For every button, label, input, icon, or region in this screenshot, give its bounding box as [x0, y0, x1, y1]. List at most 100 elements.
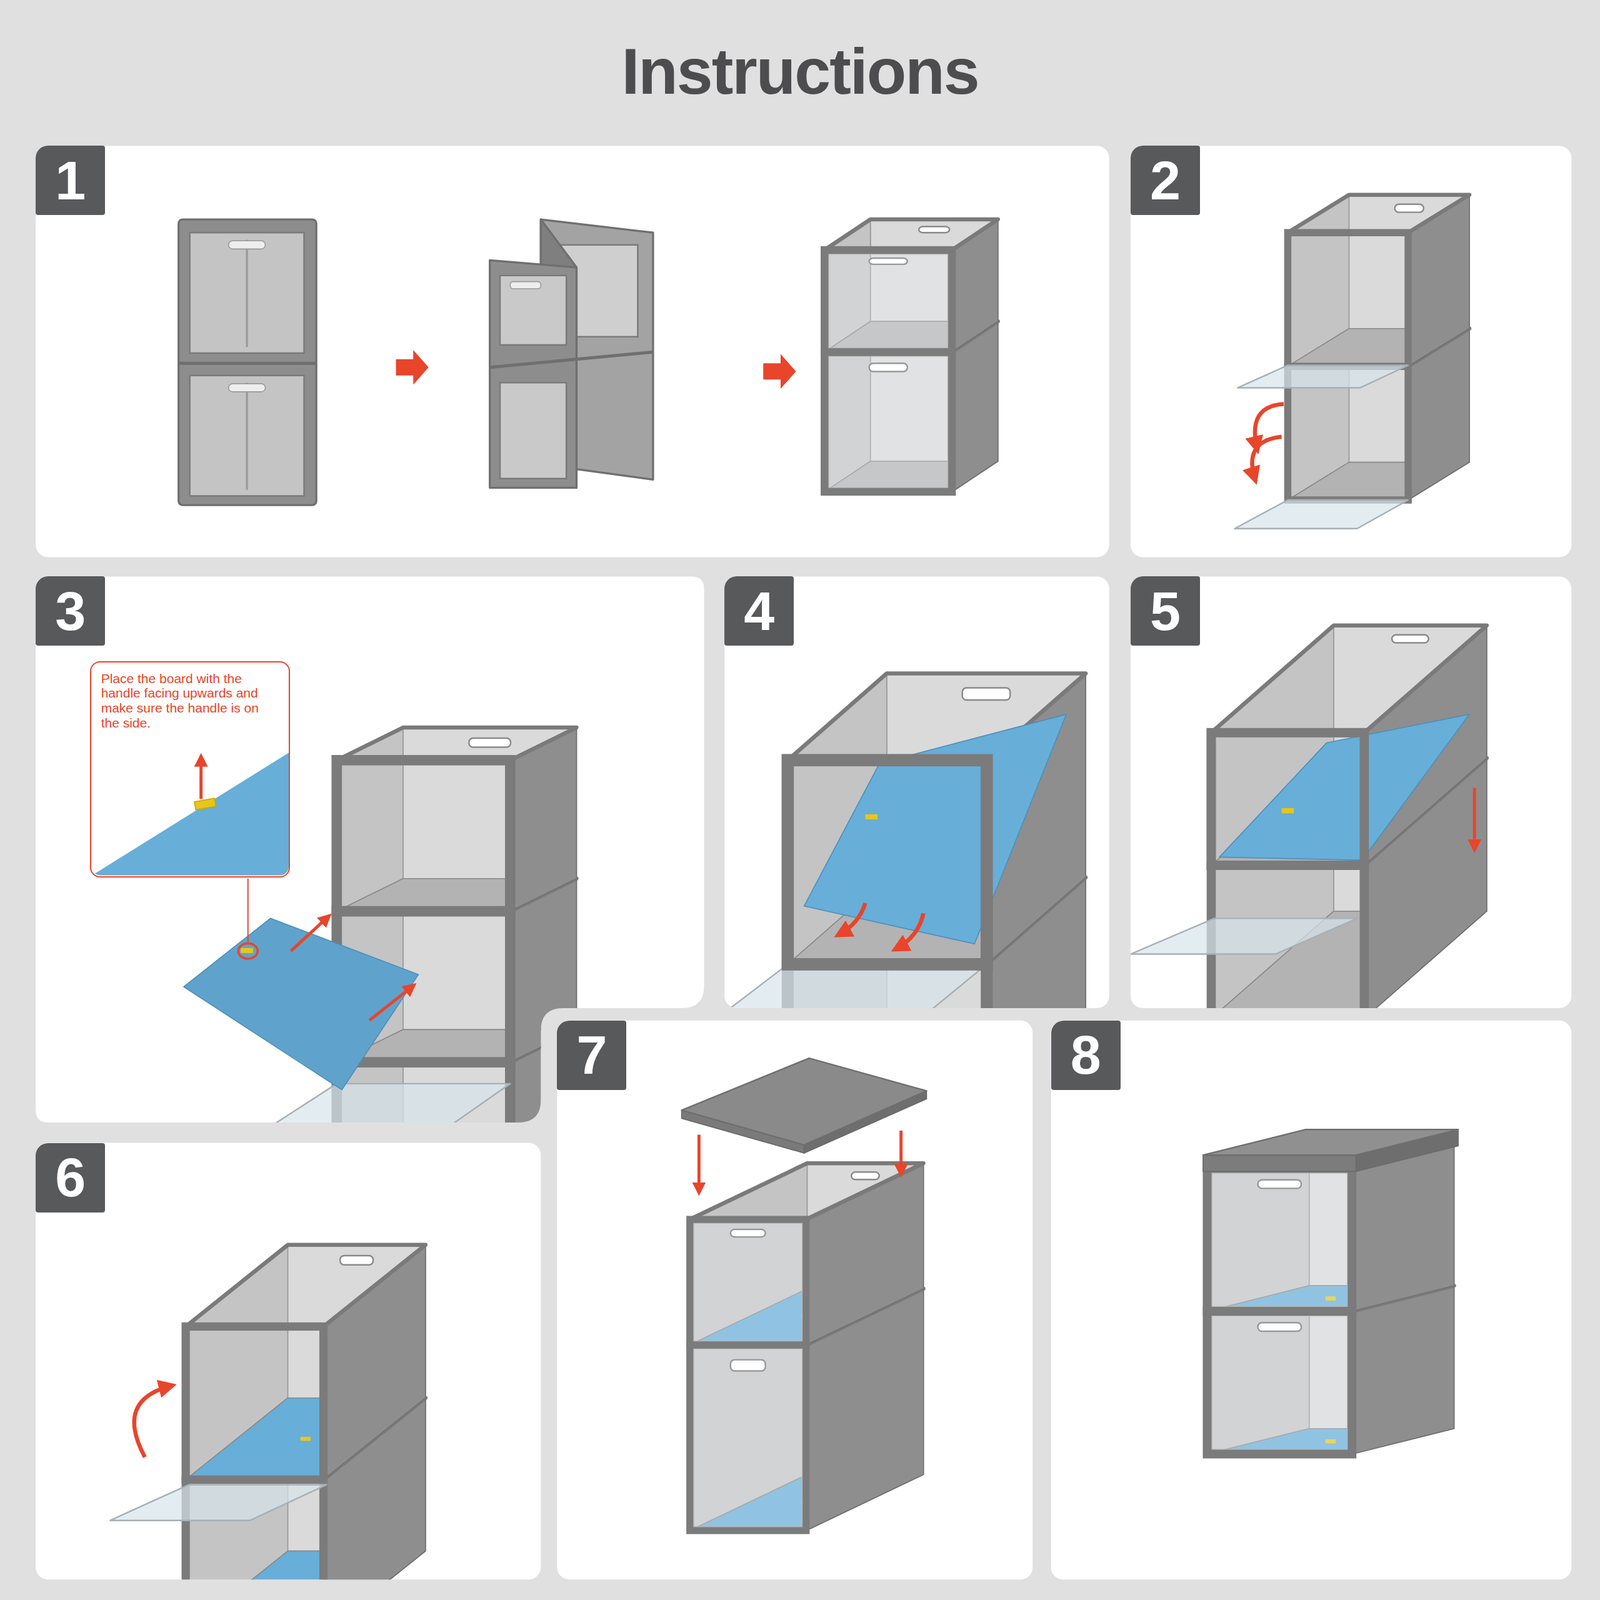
leader-circle	[238, 943, 257, 959]
curved-arrow	[134, 1385, 172, 1457]
front-frame	[824, 250, 952, 352]
red-arrow	[697, 1135, 701, 1192]
window	[500, 382, 567, 479]
door-handle	[730, 1360, 766, 1372]
step-number-badge: 2	[1130, 145, 1200, 215]
step-panel	[1130, 145, 1572, 557]
board-sheet	[91, 751, 289, 876]
curved-arrow	[1255, 404, 1284, 450]
board-handle	[240, 948, 254, 954]
step-number: 3	[55, 583, 86, 639]
side-panel	[951, 219, 998, 352]
floor	[336, 1180, 577, 1214]
handle-slot	[340, 1255, 374, 1265]
door-handle	[1258, 1322, 1302, 1332]
front-frame	[787, 760, 987, 965]
top-rim	[185, 1245, 426, 1327]
clear-door	[693, 1348, 803, 1527]
step-panel	[1051, 1020, 1572, 1580]
step-number: 5	[1150, 583, 1181, 639]
fold-line	[245, 240, 248, 347]
clear-door	[724, 964, 987, 1009]
handle-slot	[1395, 204, 1424, 213]
step-number: 1	[55, 153, 86, 209]
clear-door	[1211, 1172, 1348, 1307]
step-number: 6	[55, 1150, 86, 1205]
red-arrow	[1473, 787, 1477, 849]
step-illustration	[1235, 195, 1470, 529]
window	[500, 275, 567, 345]
board-handle	[300, 1436, 311, 1442]
step-number-badge: 3	[35, 576, 105, 646]
red-arrow	[369, 985, 414, 1021]
board-handle	[1281, 808, 1295, 814]
lid	[681, 1058, 927, 1145]
clear-door	[1130, 918, 1357, 954]
lid	[1203, 1129, 1459, 1155]
clear-door	[1235, 500, 1409, 529]
front-frame	[1206, 1311, 1352, 1455]
board-handle	[865, 814, 878, 820]
curved-arrow	[1251, 436, 1282, 480]
clear-door	[828, 355, 949, 488]
step-number-badge: 1	[35, 145, 105, 215]
step-number-badge: 7	[556, 1020, 627, 1090]
curved-arrow	[895, 913, 924, 949]
step-illustration	[110, 1245, 425, 1580]
clear-door	[1237, 365, 1409, 388]
handle-slot	[918, 226, 950, 233]
step-panel	[35, 576, 704, 1122]
red-arrow	[290, 916, 329, 952]
step-panel	[35, 145, 1110, 557]
up-arrow	[199, 756, 203, 799]
front-frame	[1287, 232, 1409, 367]
leader-circle	[237, 943, 259, 960]
step-illustration	[1203, 1129, 1459, 1454]
handle-slot	[962, 687, 1010, 700]
page-title: Instructions	[0, 32, 1600, 111]
top-rim	[824, 219, 999, 250]
front-frame	[690, 1219, 807, 1345]
step-number: 7	[576, 1027, 607, 1083]
front-frame	[336, 760, 511, 912]
side-panel	[323, 1245, 426, 1480]
front-frame	[185, 1326, 324, 1480]
top-rim	[690, 1163, 924, 1220]
front-frame	[824, 351, 952, 492]
top-rim	[1287, 195, 1470, 233]
clear-door	[828, 253, 949, 349]
step-number: 4	[743, 583, 775, 639]
step-illustration	[681, 1058, 927, 1531]
step-arrow	[763, 354, 796, 390]
step-number-badge: 8	[1051, 1020, 1121, 1090]
step-number-badge: 5	[1130, 576, 1200, 646]
door-handle	[1258, 1180, 1302, 1189]
step-panel	[556, 1020, 1033, 1580]
side-panel	[1408, 195, 1470, 367]
step-illustration	[724, 673, 1086, 1009]
step-illustration	[1130, 625, 1487, 1009]
door-handle	[730, 1229, 766, 1237]
folded-unit	[178, 219, 317, 505]
clear-door	[1211, 1315, 1348, 1450]
door-handle	[228, 383, 266, 392]
side-panel	[1351, 1285, 1454, 1454]
step-number-badge: 4	[724, 576, 794, 646]
door-handle	[869, 258, 908, 265]
step-arrow	[395, 350, 429, 385]
handle-slot	[851, 1171, 880, 1180]
step-number: 2	[1150, 153, 1181, 209]
callout-box: Place the board with the handle facing u…	[90, 661, 290, 878]
callout-text: Place the board with the handle facing u…	[101, 671, 279, 730]
handle-slot	[1391, 635, 1429, 644]
fold-line	[245, 382, 248, 490]
red-arrow	[899, 1130, 903, 1174]
board-sheet	[804, 714, 1067, 944]
board-handle	[194, 798, 216, 810]
door-handle	[510, 281, 541, 289]
leader-line	[247, 878, 249, 942]
top-rim	[1211, 625, 1487, 733]
front-frame	[1211, 732, 1365, 865]
lid-edge	[1203, 1155, 1357, 1172]
